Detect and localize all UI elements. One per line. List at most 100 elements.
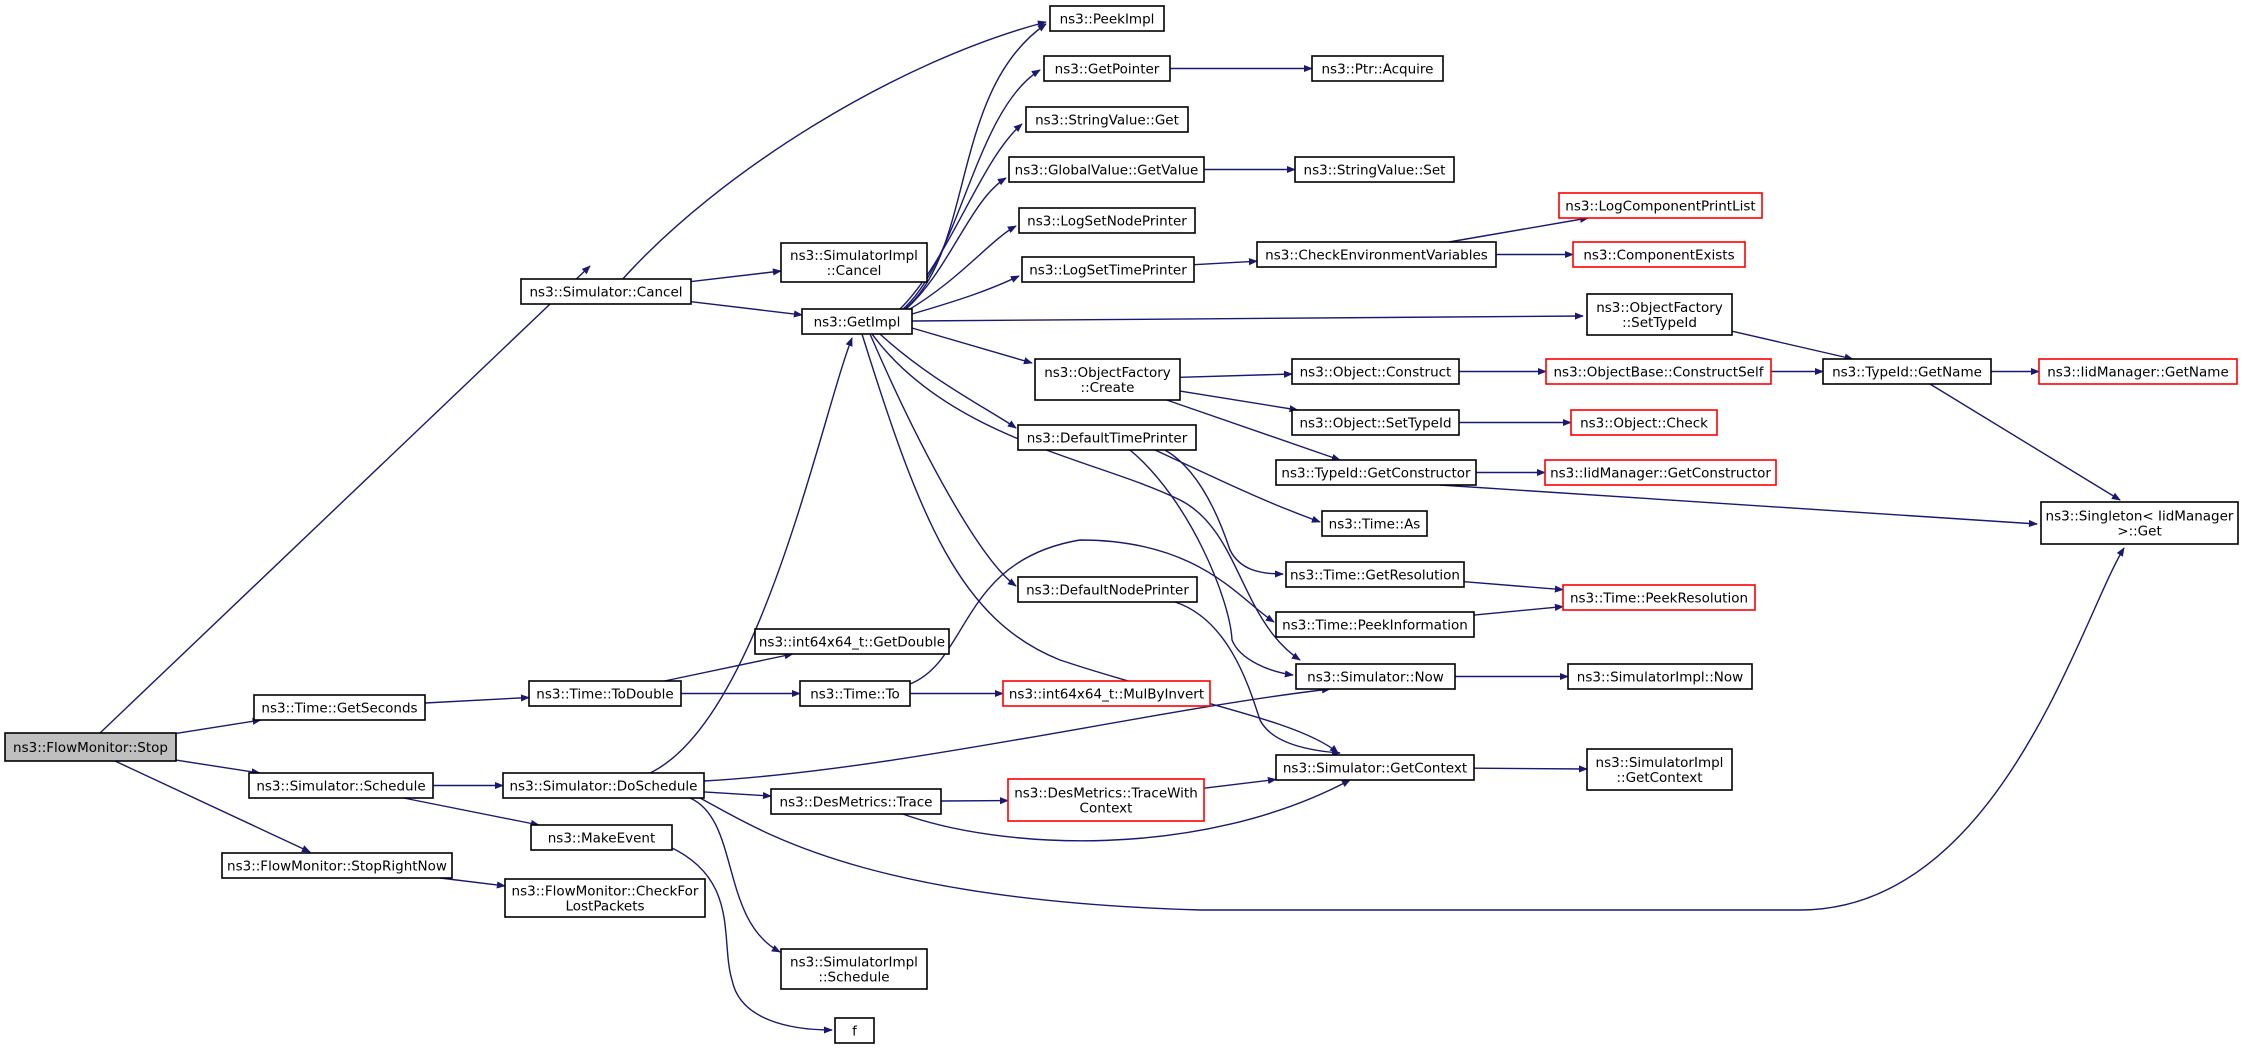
node-label: ns3::ObjectFactory	[1596, 300, 1723, 316]
node-timeas[interactable]: ns3::Time::As	[1321, 510, 1428, 537]
node-box	[1311, 55, 1444, 82]
node-schedule[interactable]: ns3::Simulator::Schedule	[248, 772, 434, 799]
node-compexists[interactable]: ns3::ComponentExists	[1572, 241, 1746, 268]
node-globalget[interactable]: ns3::GlobalValue::GetValue	[1008, 156, 1205, 183]
node-label: ::Cancel	[827, 263, 882, 279]
node-logcompprint[interactable]: ns3::LogComponentPrintList	[1558, 192, 1763, 219]
node-box	[1572, 241, 1746, 268]
node-label: ns3::IidManager::GetName	[2047, 365, 2229, 381]
node-getseconds[interactable]: ns3::Time::GetSeconds	[253, 694, 426, 721]
node-stoprightnow[interactable]: ns3::FlowMonitor::StopRightNow	[221, 852, 453, 879]
node-label: ns3::ObjectBase::ConstructSelf	[1554, 365, 1765, 381]
node-box	[1043, 55, 1171, 82]
node-box	[504, 878, 706, 918]
edge-getimpl-to-ofsettypeid	[911, 312, 1584, 322]
node-stringget[interactable]: ns3::StringValue::Get	[1025, 106, 1189, 133]
node-simimplcancel[interactable]: ns3::SimulatorImpl::Cancel	[780, 242, 928, 283]
node-label: ns3::LogComponentPrintList	[1565, 199, 1755, 215]
node-box	[1049, 5, 1165, 32]
node-lognode[interactable]: ns3::LogSetNodePrinter	[1018, 207, 1196, 234]
node-logtime[interactable]: ns3::LogSetTimePrinter	[1021, 256, 1195, 283]
edge-getres-to-peekres	[1463, 581, 1564, 593]
node-getimpl[interactable]: ns3::GetImpl	[801, 308, 913, 335]
edge-stoprightnow-to-checkfor	[440, 877, 506, 889]
node-peekinfo[interactable]: ns3::Time::PeekInformation	[1275, 611, 1475, 638]
node-makeevent[interactable]: ns3::MakeEvent	[530, 824, 673, 851]
node-cancel[interactable]: ns3::Simulator::Cancel	[520, 278, 692, 305]
edge-getimpl-to-deftime	[879, 333, 1017, 429]
edge-defnode-to-getcontext	[1174, 601, 1341, 756]
node-stringset[interactable]: ns3::StringValue::Set	[1294, 156, 1455, 183]
edge-layer	[99, 20, 2125, 1034]
node-simnow[interactable]: ns3::Simulator::Now	[1295, 663, 1456, 690]
node-box	[1562, 584, 1756, 611]
node-peekres[interactable]: ns3::Time::PeekResolution	[1562, 584, 1756, 611]
node-box	[1586, 293, 1733, 336]
node-checkenv[interactable]: ns3::CheckEnvironmentVariables	[1256, 241, 1497, 268]
node-objbaseconstruct[interactable]: ns3::ObjectBase::ConstructSelf	[1545, 358, 1772, 385]
node-typeidgetname[interactable]: ns3::TypeId::GetName	[1822, 358, 1992, 385]
node-ptracquire[interactable]: ns3::Ptr::Acquire	[1311, 55, 1444, 82]
node-singleton[interactable]: ns3::Singleton< IidManager >::Get	[2040, 501, 2239, 545]
node-simimplschedule[interactable]: ns3::SimulatorImpl::Schedule	[780, 948, 928, 990]
edge-stop-to-cancel	[99, 265, 591, 734]
node-peekimpl[interactable]: ns3::PeekImpl	[1049, 5, 1165, 32]
node-label: ns3::SimulatorImpl	[790, 248, 918, 264]
node-label: ::GetContext	[1616, 770, 1702, 786]
node-ofsettypeid[interactable]: ns3::ObjectFactory::SetTypeId	[1586, 293, 1733, 336]
node-mulbyinvert[interactable]: ns3::int64x64_t::MulByInvert	[1002, 680, 1211, 707]
node-box	[801, 308, 913, 335]
node-deftime[interactable]: ns3::DefaultTimePrinter	[1017, 424, 1197, 451]
node-label: ns3::SimulatorImpl	[1596, 755, 1724, 771]
node-getcontext[interactable]: ns3::Simulator::GetContext	[1275, 754, 1475, 781]
edge-getcontext-to-simimplgetctx	[1473, 765, 1588, 773]
node-label: ns3::ComponentExists	[1583, 248, 1734, 264]
edge-peekinfo-to-peekres	[1473, 603, 1564, 616]
node-defnode[interactable]: ns3::DefaultNodePrinter	[1017, 576, 1198, 603]
edge-stop-to-stoprightnow	[114, 760, 311, 853]
node-timeto[interactable]: ns3::Time::To	[799, 680, 911, 707]
node-box	[1034, 358, 1181, 401]
node-todouble[interactable]: ns3::Time::ToDouble	[528, 680, 682, 707]
node-box	[770, 788, 942, 815]
node-getpointer[interactable]: ns3::GetPointer	[1043, 55, 1171, 82]
node-label: ns3::Time::ToDouble	[536, 687, 673, 703]
node-label: ns3::Simulator::DoSchedule	[510, 779, 698, 795]
node-box	[780, 948, 928, 990]
node-objconstruct[interactable]: ns3::Object::Construct	[1291, 358, 1460, 385]
node-stop[interactable]: ns3::FlowMonitor::Stop	[4, 732, 177, 762]
node-doschedule[interactable]: ns3::Simulator::DoSchedule	[502, 772, 705, 799]
node-f[interactable]: f	[834, 1017, 875, 1044]
node-simimplnow[interactable]: ns3::SimulatorImpl::Now	[1567, 663, 1753, 690]
node-objsettypeid[interactable]: ns3::Object::SetTypeId	[1291, 409, 1460, 436]
node-label: ns3::FlowMonitor::CheckFor	[512, 884, 699, 900]
node-box	[1321, 510, 1428, 537]
edge-tracewith-to-getcontext	[1203, 776, 1277, 789]
node-box	[2038, 358, 2238, 385]
node-box	[1586, 748, 1733, 791]
node-ofcreate[interactable]: ns3::ObjectFactory::Create	[1034, 358, 1181, 401]
node-label: Context	[1080, 801, 1133, 817]
node-typeidgetctor[interactable]: ns3::TypeId::GetConstructor	[1275, 459, 1477, 486]
node-getres[interactable]: ns3::Time::GetResolution	[1285, 561, 1465, 588]
node-getdouble[interactable]: ns3::int64x64_t::GetDouble	[754, 628, 950, 655]
node-label: >::Get	[2117, 524, 2161, 540]
node-box	[1285, 561, 1465, 588]
node-box	[530, 824, 673, 851]
node-objcheck[interactable]: ns3::Object::Check	[1570, 409, 1718, 436]
node-label: ns3::DesMetrics::Trace	[780, 795, 933, 811]
node-box	[1008, 156, 1205, 183]
node-trace[interactable]: ns3::DesMetrics::Trace	[770, 788, 942, 815]
node-box	[253, 694, 426, 721]
edge-getseconds-to-todouble	[424, 694, 530, 704]
node-iidgetctor[interactable]: ns3::IidManager::GetConstructor	[1544, 459, 1777, 486]
node-label: ns3::IidManager::GetConstructor	[1550, 466, 1771, 482]
node-simimplgetctx[interactable]: ns3::SimulatorImpl::GetContext	[1586, 748, 1733, 791]
node-iidgetname[interactable]: ns3::IidManager::GetName	[2038, 358, 2238, 385]
node-box	[1544, 459, 1777, 486]
edge-getimpl-to-peekimpl	[904, 23, 1047, 310]
node-label: ns3::Simulator::Cancel	[529, 285, 682, 301]
edge-checkenv-to-logcompprint	[1448, 215, 1589, 243]
